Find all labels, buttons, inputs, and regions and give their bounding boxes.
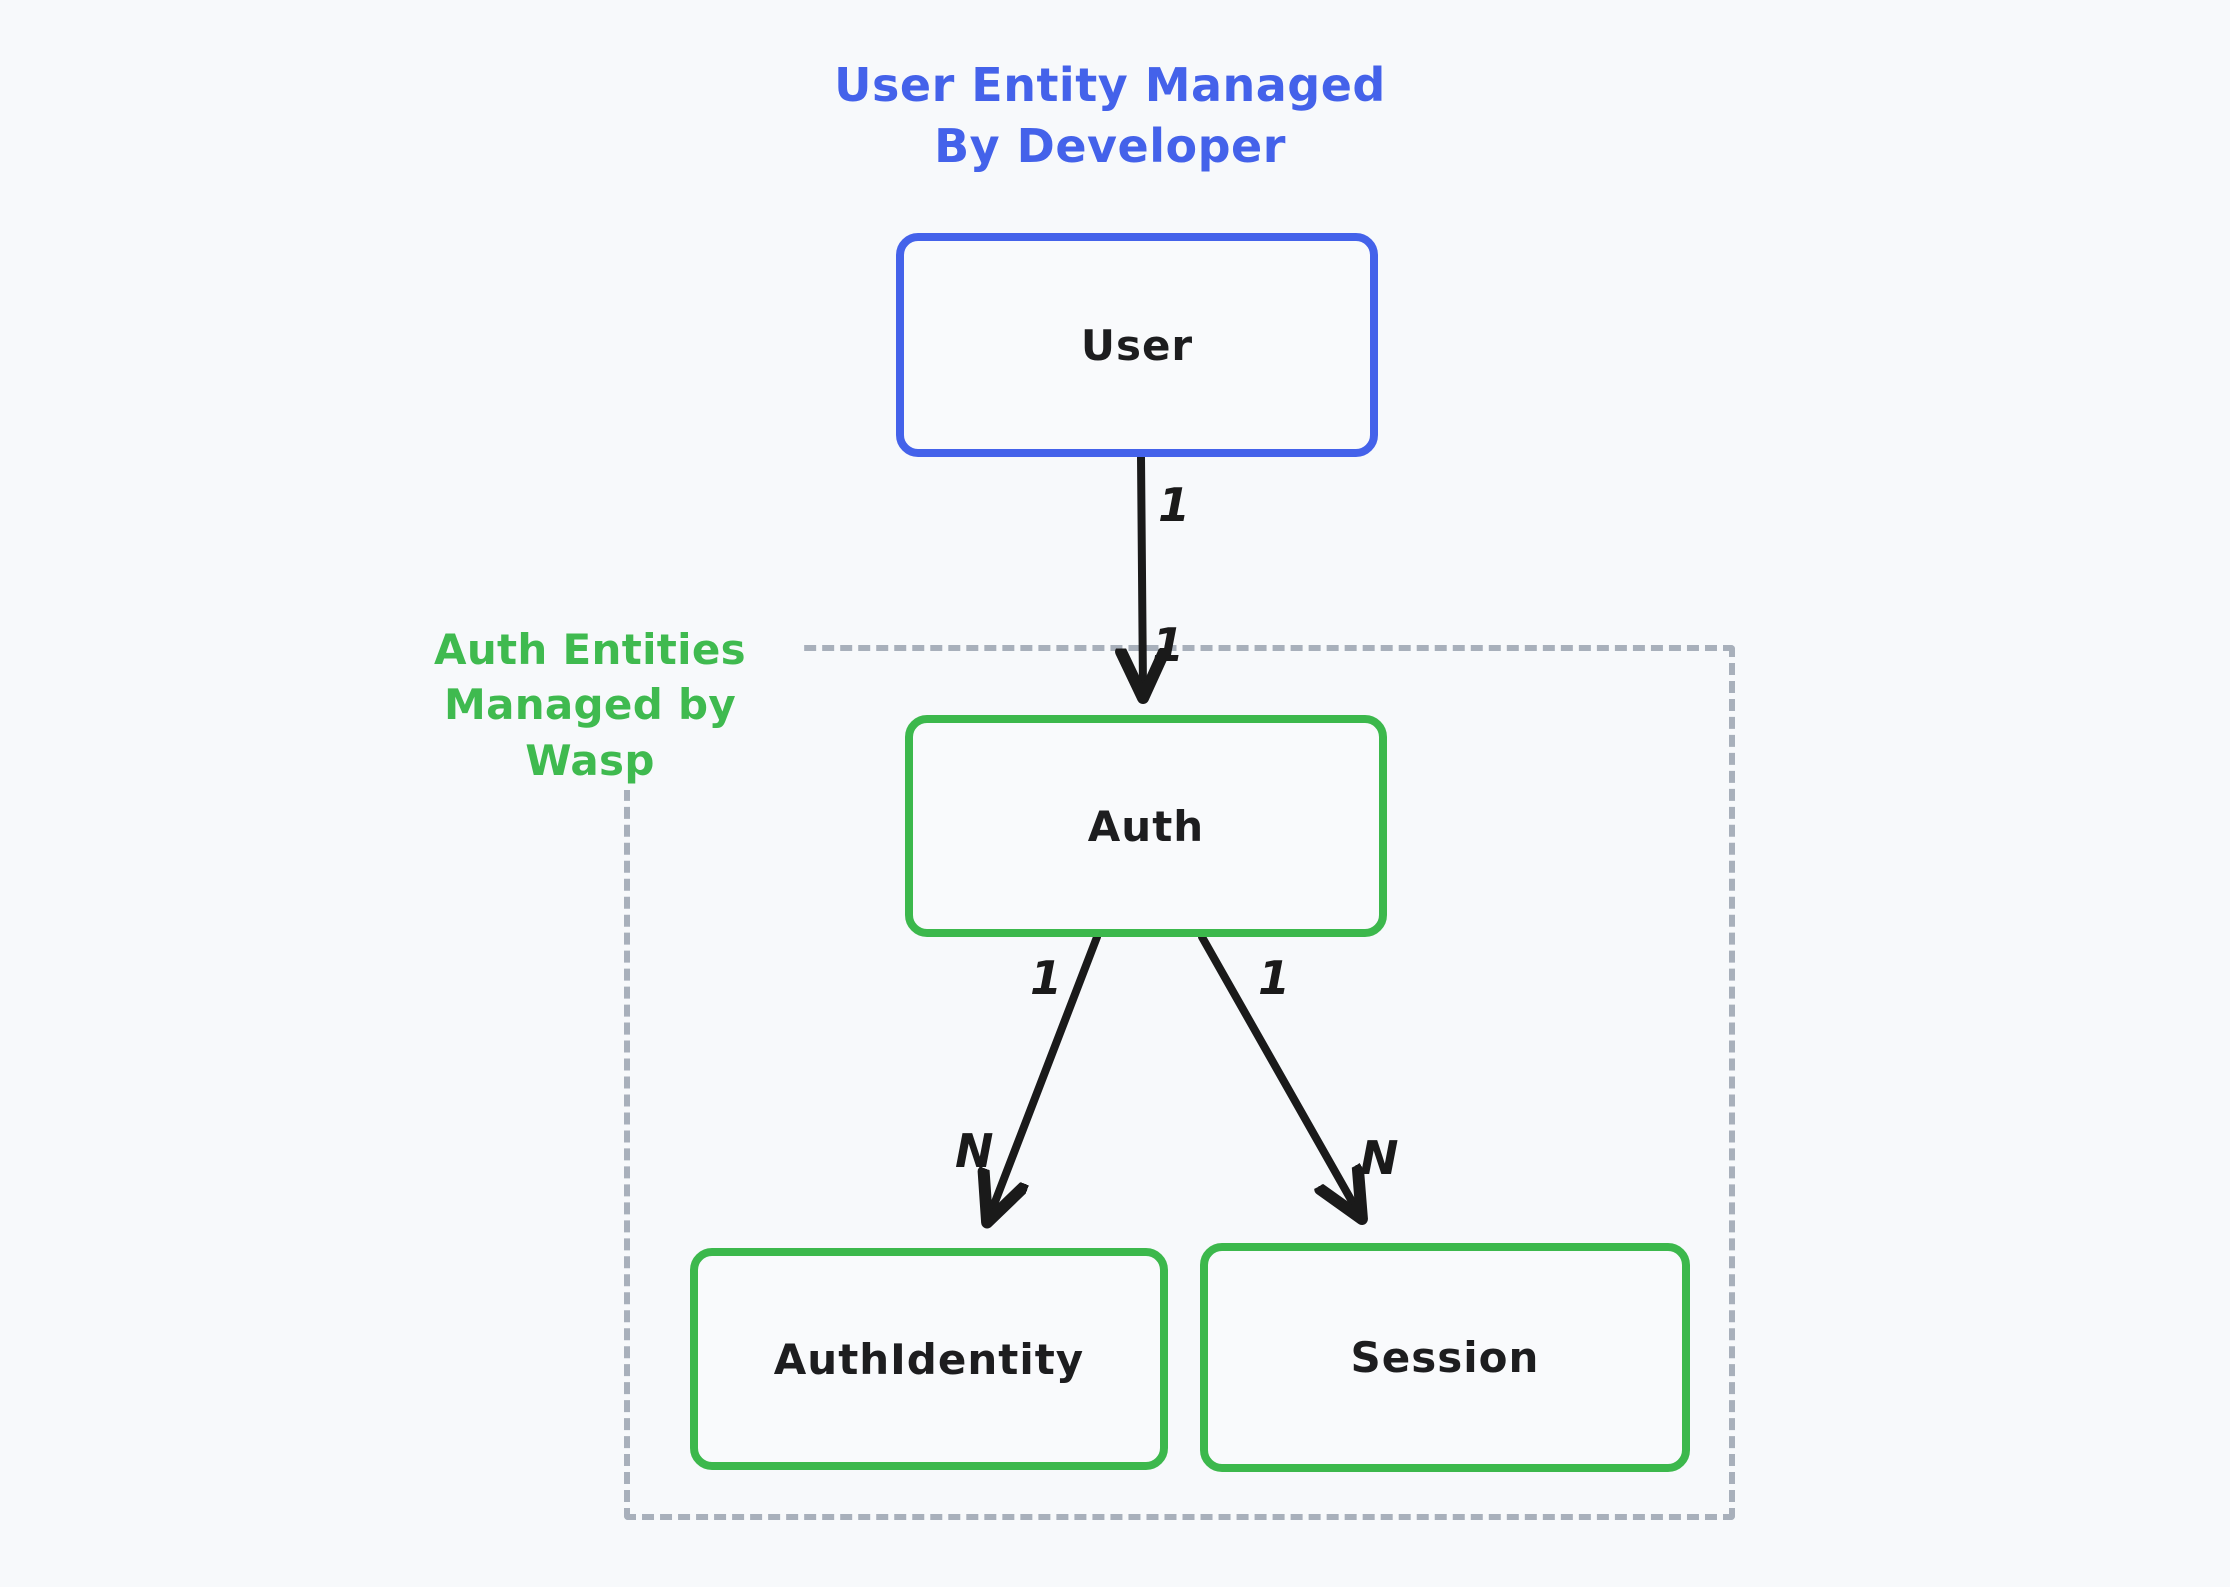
- auth-entities-group-region: [624, 645, 1735, 1520]
- cardinality-auth-session-target: N: [1360, 1131, 1399, 1185]
- auth-entities-group-label: Auth Entities Managed by Wasp: [380, 620, 800, 791]
- cardinality-auth-session-source: 1: [1258, 951, 1291, 1005]
- cardinality-auth-authidentity-target: N: [955, 1124, 994, 1178]
- cardinality-auth-authidentity-source: 1: [1030, 951, 1063, 1005]
- entity-node-auth-label: Auth: [1087, 801, 1205, 851]
- entity-node-user-label: User: [1080, 320, 1194, 370]
- entity-node-session[interactable]: Session: [1200, 1243, 1690, 1472]
- entity-node-session-label: Session: [1350, 1333, 1540, 1382]
- entity-node-authidentity[interactable]: AuthIdentity: [690, 1248, 1168, 1470]
- entity-node-auth[interactable]: Auth: [905, 715, 1387, 937]
- cardinality-user-auth-source: 1: [1158, 478, 1191, 532]
- entity-node-user[interactable]: User: [896, 233, 1378, 457]
- cardinality-user-auth-target: 1: [1152, 618, 1185, 672]
- diagram-title: User Entity Managed By Developer: [834, 58, 1386, 173]
- entity-node-authidentity-label: AuthIdentity: [773, 1334, 1085, 1384]
